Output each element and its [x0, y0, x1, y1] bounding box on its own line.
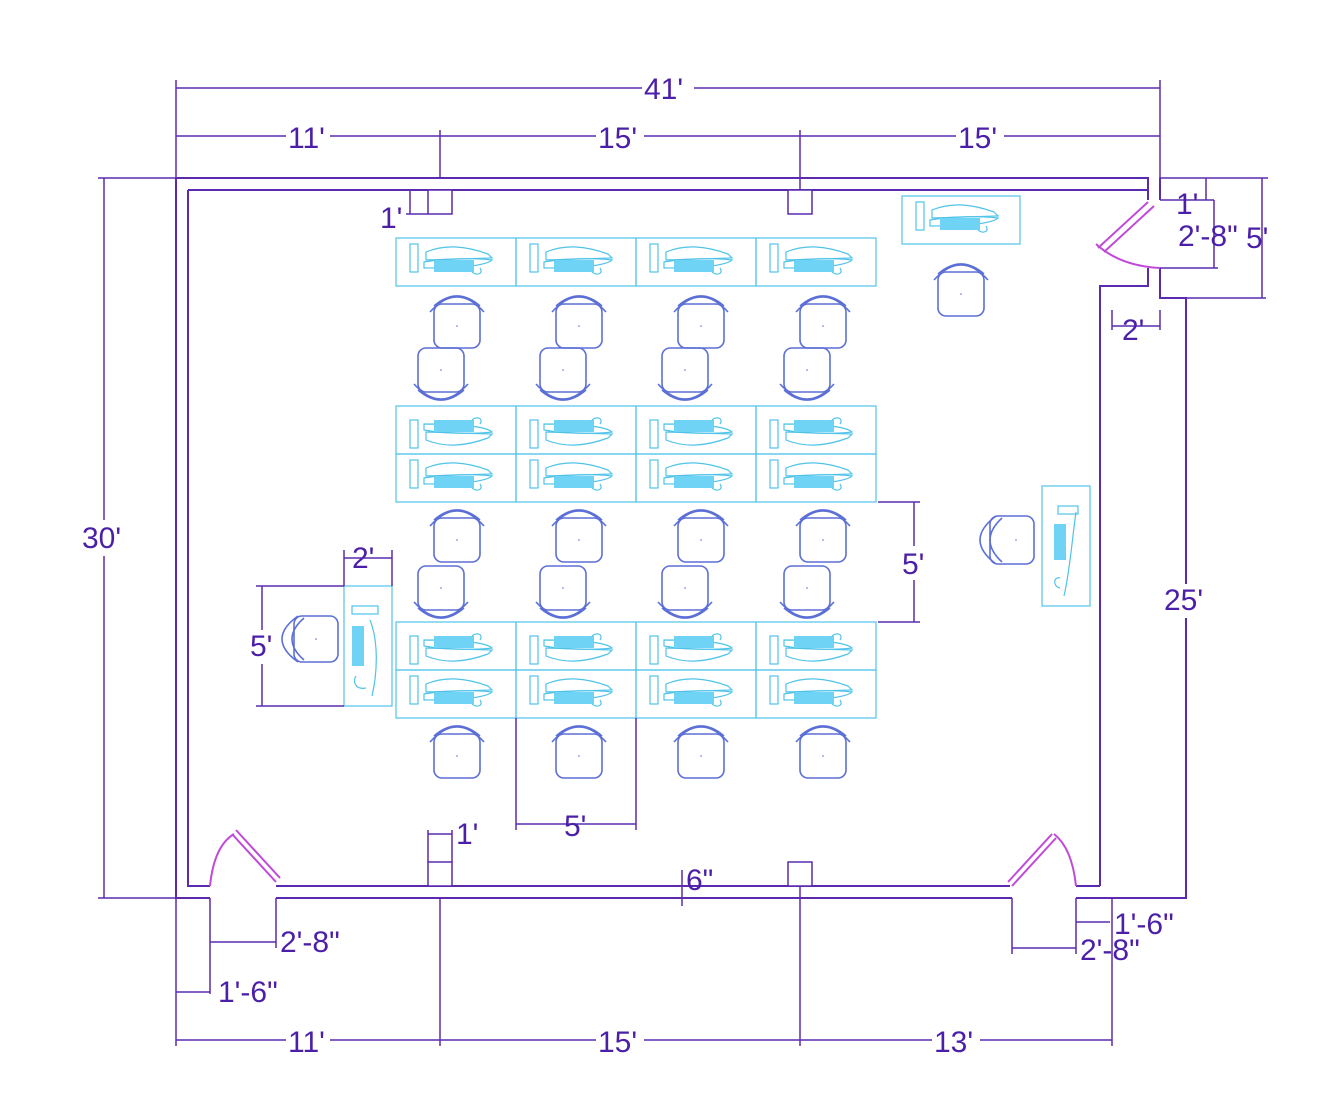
computer-workstation-icon[interactable]: [635, 621, 757, 671]
computer-workstation-icon[interactable]: [755, 621, 877, 671]
column-icon: [787, 189, 813, 215]
office-chair-icon[interactable]: [657, 347, 713, 401]
computer-workstation-icon[interactable]: [395, 405, 517, 455]
computer-workstation-icon[interactable]: [395, 669, 517, 719]
door-bottom-right[interactable]: [1007, 833, 1077, 887]
door-top-right-width-label: 2'-8": [1178, 220, 1238, 253]
computer-workstation-icon[interactable]: [515, 237, 637, 287]
column-icon: [787, 861, 813, 887]
computer-workstation-icon[interactable]: [515, 453, 637, 503]
computer-workstation-icon[interactable]: [755, 237, 877, 287]
door-top-right[interactable]: [1095, 201, 1161, 269]
computer-workstation-icon[interactable]: [635, 453, 757, 503]
bottom-right-width-label: 13': [934, 1026, 973, 1059]
office-chair-icon[interactable]: [552, 296, 606, 348]
office-chair-icon[interactable]: [796, 296, 850, 348]
walls: [175, 177, 1187, 899]
right-height-label: 25': [1164, 584, 1203, 617]
computer-workstation-icon[interactable]: [635, 237, 757, 287]
office-chair-icon[interactable]: [430, 510, 484, 562]
computer-workstation-icon[interactable]: [515, 621, 637, 671]
office-chair-icon[interactable]: [281, 615, 339, 663]
office-chair-icon[interactable]: [779, 347, 835, 401]
office-chair-icon[interactable]: [535, 565, 591, 619]
corner-offset-label: 1': [1176, 188, 1198, 221]
door-left-width-label: 2'-8": [280, 926, 340, 959]
computer-workstation-icon[interactable]: [635, 669, 757, 719]
office-chair-icon[interactable]: [674, 726, 728, 778]
top-right-width-label: 15': [958, 122, 997, 155]
wall-thickness-label: 6": [686, 864, 713, 897]
notch-depth-label: 2': [1122, 314, 1144, 347]
office-chair-icon[interactable]: [674, 510, 728, 562]
office-chair-icon[interactable]: [430, 296, 484, 348]
student-workstations: [395, 237, 877, 719]
top-mid-width-label: 15': [598, 122, 637, 155]
office-chair-icon[interactable]: [657, 565, 713, 619]
computer-workstation-icon[interactable]: [755, 453, 877, 503]
overall-height-label: 30': [82, 522, 121, 555]
row-gap-label: 5': [902, 548, 924, 581]
bottom-mid-width-label: 15': [598, 1026, 637, 1059]
computer-workstation-icon[interactable]: [515, 405, 637, 455]
door-right-offset-label: 1'-6": [1114, 908, 1174, 941]
column-icon: [427, 189, 453, 215]
office-chair-icon[interactable]: [779, 565, 835, 619]
computer-workstation-icon[interactable]: [395, 621, 517, 671]
computer-workstation-icon[interactable]: [515, 669, 637, 719]
columns: [427, 189, 813, 887]
office-chair-icon[interactable]: [430, 726, 484, 778]
office-chair-icon[interactable]: [535, 347, 591, 401]
column-icon: [427, 861, 453, 887]
computer-workstation-icon[interactable]: [755, 405, 877, 455]
left-station-width-label: 5': [250, 630, 272, 663]
computer-workstation-icon[interactable]: [635, 405, 757, 455]
left-station-depth-label: 2': [352, 542, 374, 575]
right-workstation[interactable]: [979, 485, 1091, 607]
computer-workstation-icon[interactable]: [755, 669, 877, 719]
door-left-offset-label: 1'-6": [218, 976, 278, 1009]
office-chair-icon[interactable]: [413, 565, 469, 619]
door-bottom-left[interactable]: [209, 829, 281, 887]
office-chair-icon[interactable]: [674, 296, 728, 348]
office-chair-icon[interactable]: [552, 510, 606, 562]
left-workstation[interactable]: [281, 585, 393, 707]
overall-width-label: 41': [644, 73, 683, 106]
column-top-label: 1': [380, 202, 402, 235]
column-bottom-label: 1': [456, 818, 478, 851]
top-left-width-label: 11': [288, 122, 325, 155]
bottom-left-width-label: 11': [288, 1026, 325, 1059]
office-chair-icon[interactable]: [413, 347, 469, 401]
dimension-labels: 41' 11' 15' 15' 30' 25' 1' 2'-8" 5' 2' 1…: [80, 72, 1268, 1059]
dimension-lines: [98, 80, 1268, 1046]
office-chair-icon[interactable]: [796, 510, 850, 562]
top-right-workstation[interactable]: [901, 195, 1021, 316]
door-right-width-label: 2'-8": [1080, 934, 1140, 967]
computer-workstation-icon[interactable]: [395, 237, 517, 287]
office-chair-icon[interactable]: [552, 726, 606, 778]
desk-width-label: 5': [564, 810, 586, 843]
computer-workstation-icon[interactable]: [395, 453, 517, 503]
office-chair-icon[interactable]: [979, 515, 1035, 565]
office-chair-icon[interactable]: [796, 726, 850, 778]
notch-height-label: 5': [1246, 222, 1268, 255]
